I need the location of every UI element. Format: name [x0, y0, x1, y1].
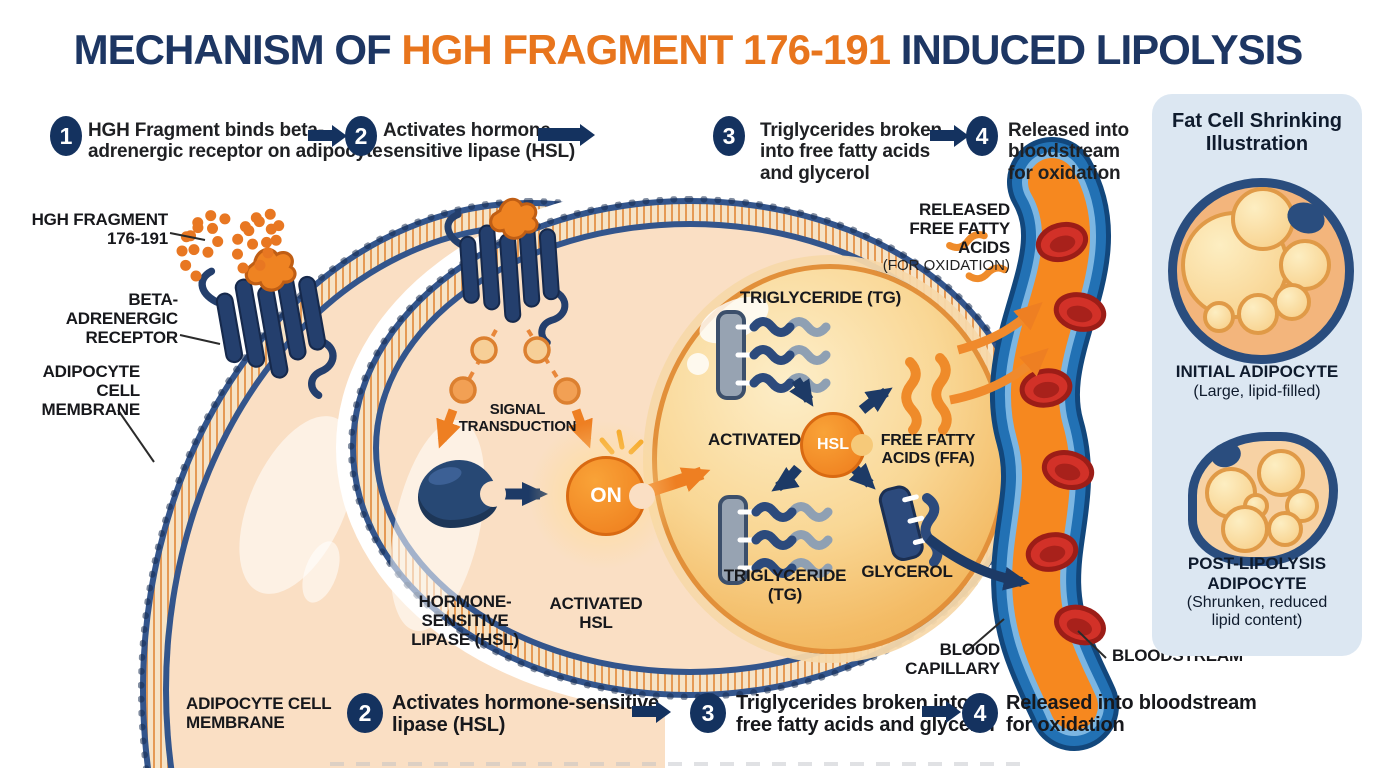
step-badge-4: 4	[966, 116, 998, 156]
step-text-3-bottom: Triglycerides broken into free fatty aci…	[736, 692, 995, 737]
fat-cell-shrinking-panel: Fat Cell Shrinking Illustration INITIAL …	[1152, 94, 1362, 656]
step-text-2: Activates hormone- sensitive lipase (HSL…	[383, 120, 576, 163]
glycerol-icon	[878, 485, 930, 562]
hgh-fragment-peptide-icon	[176, 208, 285, 284]
on-active-site-notch	[629, 483, 655, 509]
red-blood-cells	[1019, 221, 1107, 646]
released-ffa-label: RELEASED FREE FATTY ACIDS (FOR OXIDATION…	[858, 200, 1010, 274]
title-highlight: HGH FRAGMENT 176-191	[401, 26, 891, 73]
step-arrow-icon	[632, 706, 656, 717]
step-arrow-icon	[308, 130, 332, 141]
hsl-enzyme-inactive	[418, 460, 506, 528]
glycerol-label: GLYCEROL	[861, 562, 953, 581]
post-adipocyte-label: POST-LIPOLYSIS ADIPOCYTE	[1187, 554, 1327, 593]
step-arrow-icon	[930, 130, 954, 141]
ffa-release-arrows	[949, 301, 1049, 405]
step-badge-3: 3	[713, 116, 745, 156]
hormone-sensitive-lipase-label: HORMONE- SENSITIVE LIPASE (HSL)	[411, 592, 519, 650]
activated-hsl-label: ACTIVATED HSL	[549, 594, 643, 633]
beta-adrenergic-receptor-icon-2	[431, 185, 582, 361]
signal-transduction-label: SIGNAL TRANSDUCTION	[458, 401, 577, 435]
hsl-active-site-notch	[851, 434, 873, 456]
on-label: ON	[590, 484, 622, 507]
beta-adrenergic-receptor-icon	[198, 241, 340, 412]
hsl-active-site-notch	[480, 481, 506, 507]
step-text-1: HGH Fragment binds beta- adrenergic rece…	[88, 120, 383, 163]
signal-transduction-cascade	[436, 328, 593, 449]
activated-hsl-circle-droplet: HSL	[800, 412, 873, 478]
step-text-3: Triglycerides broken into free fatty aci…	[760, 120, 942, 184]
for-oxidation-label: (FOR OXIDATION)	[882, 257, 1010, 275]
step-text-4: Released into bloodstream for oxidation	[1008, 120, 1129, 184]
activated-label: ACTIVATED	[708, 430, 801, 449]
adipocyte-cell-membrane-label-left: ADIPOCYTE CELL MEMBRANE	[41, 362, 140, 420]
nucleus-icon	[1208, 439, 1244, 471]
activated-hsl-on-circle: ON	[566, 456, 655, 536]
initial-adipocyte-illustration	[1168, 178, 1354, 364]
blood-vessel	[990, 137, 1119, 751]
free-fatty-acids-label: FREE FATTY ACIDS (FFA)	[880, 432, 976, 467]
step-badge-2-bottom: 2	[347, 693, 383, 733]
glycerol-chain-icon	[920, 493, 943, 567]
cut-off-text-artifact	[330, 762, 1030, 766]
step-arrow-icon	[922, 706, 946, 717]
escaping-ffa-icons	[946, 231, 1009, 283]
beta-adrenergic-receptor-label: BETA-ADRENERGIC RECEPTOR	[65, 290, 178, 348]
initial-adipocyte-label: INITIAL ADIPOCYTE	[1175, 362, 1339, 381]
free-fatty-acid-icons	[901, 353, 952, 435]
step-arrow-icon	[538, 128, 580, 141]
step-text-2-bottom: Activates hormone-sensitive lipase (HSL)	[392, 692, 659, 737]
droplet-highlight	[687, 353, 709, 375]
reaction-arrows	[771, 377, 1030, 591]
leader-lines	[117, 232, 1107, 659]
hgh-fragment-label: HGH FRAGMENT 176-191	[31, 210, 169, 249]
hsl-label: HSL	[817, 436, 849, 453]
title-prefix: MECHANISM OF	[73, 26, 402, 73]
step-text-4-bottom: Released into bloodstream for oxidation	[1006, 692, 1257, 737]
triglyceride-bottom-label: TRIGLYCERIDE (TG)	[723, 566, 847, 605]
initial-adipocyte-desc: (Large, lipid-filled)	[1193, 383, 1321, 400]
step-badge-3-bottom: 3	[690, 693, 726, 733]
triglyceride-icon-top	[718, 312, 826, 398]
adipocyte-cell-membrane-label-bottom: ADIPOCYTE CELL MEMBRANE	[186, 694, 332, 733]
blood-capillary-label: BLOOD CAPILLARY	[905, 640, 1000, 679]
post-lipolysis-adipocyte-illustration	[1188, 432, 1338, 566]
post-adipocyte-desc: (Shrunken, reduced lipid content)	[1186, 594, 1328, 630]
title-suffix: INDUCED LIPOLYSIS	[890, 26, 1304, 73]
step-badge-1: 1	[50, 116, 82, 156]
page-title: MECHANISM OF HGH FRAGMENT 176-191 INDUCE…	[0, 26, 1376, 74]
triglyceride-top-label: TRIGLYCERIDE (TG)	[739, 288, 902, 307]
step-badge-2: 2	[345, 116, 377, 156]
step-badge-4-bottom: 4	[962, 693, 998, 733]
panel-title: Fat Cell Shrinking Illustration	[1171, 110, 1343, 155]
